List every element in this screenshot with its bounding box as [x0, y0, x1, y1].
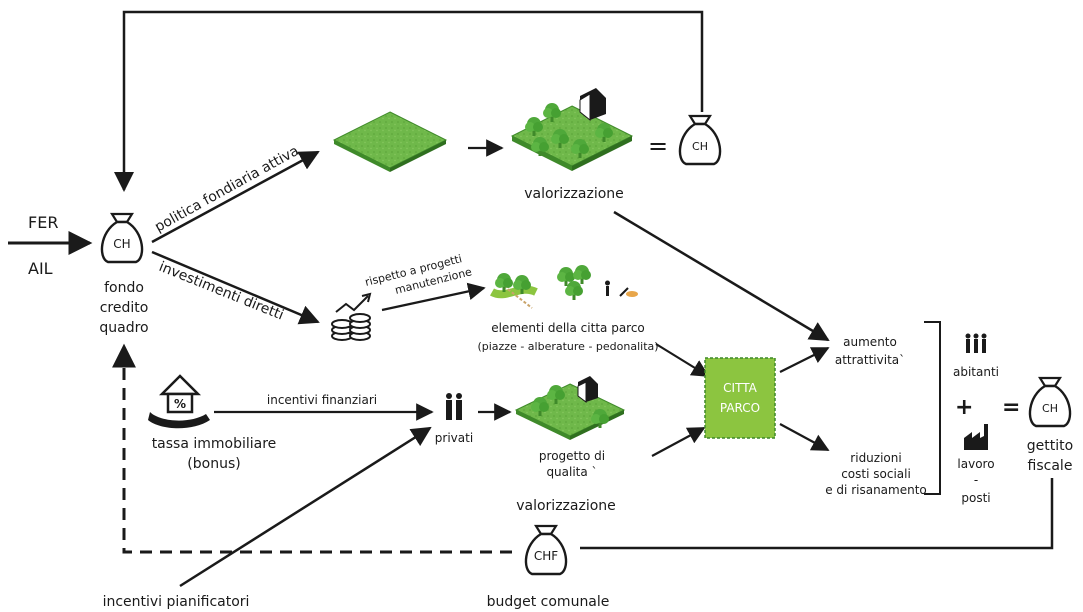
label-aumento-1: aumento	[843, 335, 897, 349]
label-incentivi-pianificatori: incentivi pianificatori	[103, 594, 250, 610]
arrow-cittaparco-to-riduzioni	[779, 423, 830, 451]
label-riduzioni-3: e di risanamento	[825, 483, 927, 497]
svg-text:CH: CH	[692, 140, 708, 153]
gettito-moneybag-icon: CH	[1028, 376, 1072, 428]
label-valorizzazione-top: valorizzazione	[524, 186, 624, 202]
svg-text:PARCO: PARCO	[720, 401, 760, 415]
park-elements-icon	[490, 265, 638, 309]
label-progetto-2: qualita `	[546, 465, 597, 479]
svg-text:CHF: CHF	[534, 549, 558, 563]
arrow-progetto-to-cittaparco	[651, 427, 706, 457]
label-elementi-title: elementi della citta parco	[491, 321, 645, 335]
equals-top: =	[648, 132, 668, 160]
label-ail: AIL	[28, 259, 53, 278]
label-riduzioni-1: riduzioni	[850, 451, 901, 465]
plus-sign: +	[955, 395, 973, 420]
line-gettito-to-budget	[580, 478, 1054, 550]
arrow-valorizzazione-aumento	[613, 210, 830, 342]
label-fer: FER	[28, 213, 58, 232]
factory-icon	[964, 424, 988, 450]
svg-text:CH: CH	[1042, 402, 1058, 415]
label-privati: privati	[435, 431, 473, 445]
label-posti: posti	[961, 491, 990, 505]
quality-project-tile-icon	[514, 376, 626, 440]
label-tassa-1: tassa immobiliare	[152, 436, 277, 452]
label-gettito-1: gettito	[1027, 438, 1073, 454]
arrow-politica	[151, 150, 320, 244]
feedback-loop-top	[114, 10, 704, 192]
top-moneybag-icon: CH	[678, 114, 722, 166]
label-investimenti: investimenti diretti	[157, 259, 286, 324]
fund-label-1: fondo	[104, 280, 144, 296]
house-percent-icon: %	[148, 374, 210, 429]
label-tassa-2: (bonus)	[187, 456, 240, 472]
label-elementi-subtitle: (piazze - alberature - pedonalita)	[477, 340, 658, 353]
arrow-elementi-to-cittaparco	[655, 343, 710, 377]
coins-stack-icon	[331, 292, 372, 341]
label-valorizzazione-bottom: valorizzazione	[516, 498, 616, 514]
equals-outcome: =	[1002, 395, 1020, 420]
label-incentivi-finanziari: incentivi finanziari	[267, 393, 377, 407]
land-tile-empty-icon	[332, 111, 448, 172]
label-gettito-2: fiscale	[1028, 458, 1073, 474]
label-abitanti: abitanti	[953, 365, 999, 379]
citta-parco-box: CITTA PARCO	[704, 357, 776, 439]
budget-moneybag-icon: CHF	[524, 524, 568, 576]
svg-text:CITTA: CITTA	[723, 381, 757, 395]
label-riduzioni-2: costi sociali	[841, 467, 911, 481]
people-pair-icon	[446, 393, 462, 420]
bracket	[924, 321, 941, 495]
label-budget: budget comunale	[487, 594, 610, 610]
arrow-incentivi-pianificatori	[179, 426, 432, 588]
label-dash: -	[974, 473, 978, 487]
land-tile-developed-icon	[510, 88, 634, 171]
svg-text:CH: CH	[113, 237, 130, 251]
label-politica: politica fondiaria attiva	[152, 143, 301, 236]
arrow-coins-to-elementi	[381, 282, 486, 312]
dashed-feedback-budget	[112, 343, 512, 554]
arrow-cittaparco-to-aumento	[779, 347, 830, 373]
fund-moneybag-icon: CH	[100, 212, 144, 264]
fund-label-2: credito	[100, 300, 149, 316]
fund-label-3: quadro	[99, 320, 148, 336]
inhabitants-icon	[965, 333, 987, 353]
svg-text:%: %	[174, 397, 186, 411]
label-progetto-1: progetto di	[539, 449, 605, 463]
arrow-investimenti	[151, 250, 320, 325]
label-aumento-2: attrattivita`	[835, 353, 905, 367]
label-lavoro: lavoro	[957, 457, 994, 471]
